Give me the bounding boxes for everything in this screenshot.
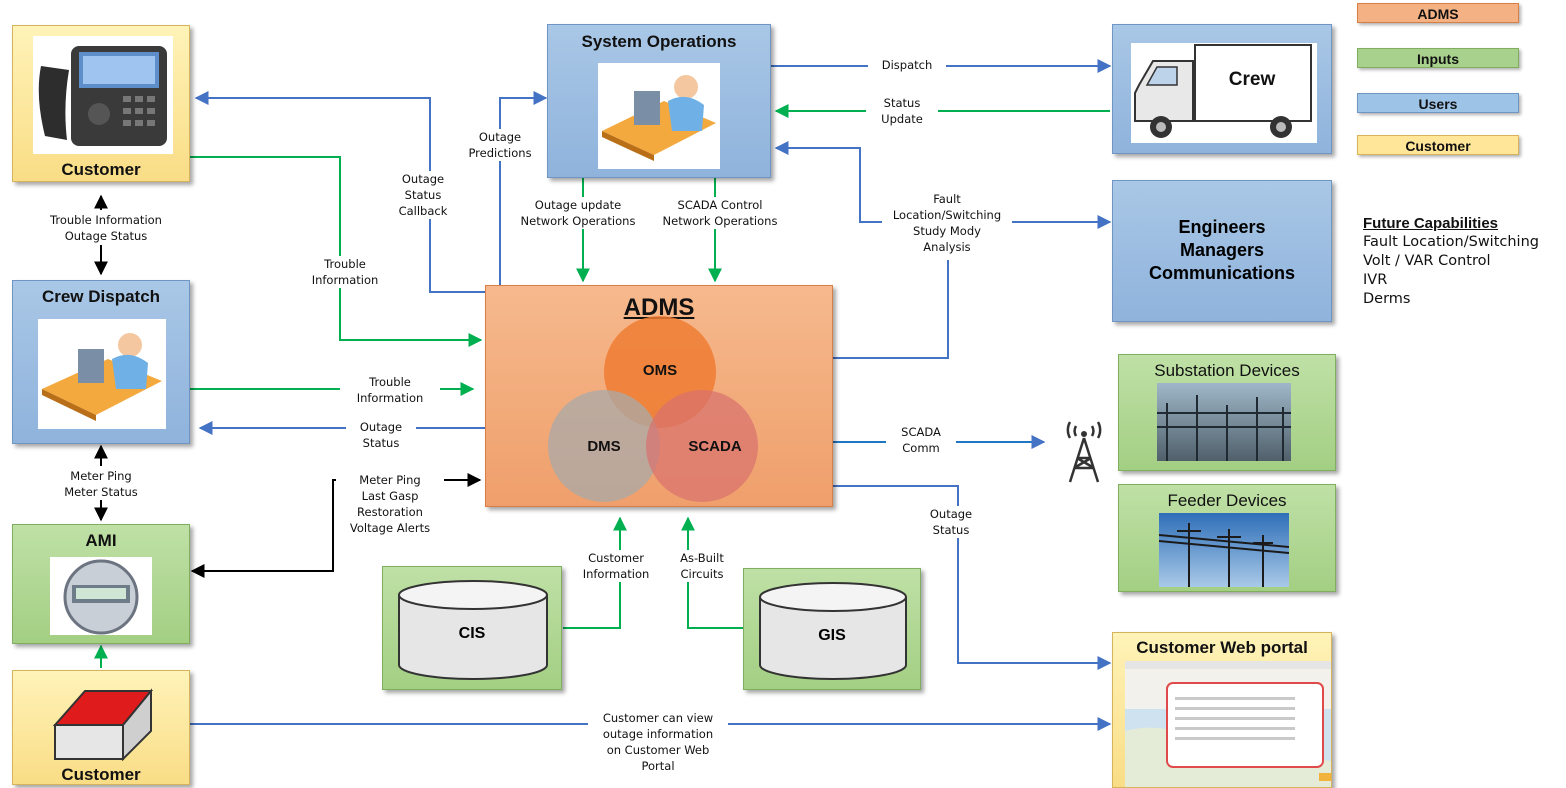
scada-comm-label: SCADA Comm	[886, 424, 956, 456]
operator-icon	[598, 63, 720, 169]
customer-bottom-box: Customer	[12, 670, 190, 785]
future-item-derms: Derms	[1363, 291, 1411, 307]
dms-label: DMS	[587, 438, 621, 455]
scada-control-label: SCADA Control Network Operations	[652, 197, 788, 229]
future-item-volt: Volt / VAR Control	[1363, 253, 1491, 269]
trouble-info-line-1	[190, 156, 483, 347]
fault-location-label: Fault Location/Switching Study Mody Anal…	[882, 191, 1012, 255]
fault-location-feed	[833, 260, 949, 359]
trouble-outage-label: Trouble Information Outage Status	[36, 212, 176, 244]
dms-circle	[548, 390, 660, 502]
system-operations-box: System Operations	[547, 24, 771, 178]
operator-icon	[38, 319, 166, 429]
customer-web-portal-title: Customer Web portal	[1136, 638, 1308, 657]
legend-users: Users	[1357, 93, 1519, 113]
adms-box: ADMS OMS DMS SCADA	[485, 285, 833, 507]
crew-title: Crew	[1228, 69, 1276, 90]
adms-venn	[548, 316, 758, 502]
status-update-label: Status Update	[866, 95, 938, 127]
trouble-info-label-2: Trouble Information	[340, 374, 440, 406]
system-operations-title: System Operations	[581, 32, 737, 51]
gis-label: GIS	[818, 627, 846, 644]
future-item-fault: Fault Location/Switching	[1363, 234, 1539, 250]
cis-database-icon	[398, 580, 548, 680]
web-portal-screenshot	[1125, 661, 1331, 787]
customer-can-view-label: Customer can view outage information on …	[588, 710, 728, 774]
scada-label: SCADA	[688, 438, 742, 455]
substation-devices-title: Substation Devices	[1154, 361, 1300, 380]
cis-box: CIS	[382, 566, 562, 690]
customer-web-portal-box: Customer Web portal	[1112, 632, 1332, 788]
outage-predictions-label: Outage Predictions	[460, 129, 540, 161]
gis-database-icon	[759, 582, 907, 680]
radio-tower-icon	[1066, 421, 1102, 483]
desk-phone-icon	[33, 36, 173, 154]
customer-bottom-title: Customer	[61, 765, 141, 784]
ami-title: AMI	[85, 531, 117, 550]
crew-dispatch-box: Crew Dispatch	[12, 280, 190, 444]
engineers-box: Engineers Managers Communications	[1112, 180, 1332, 322]
dispatch-label: Dispatch	[868, 57, 946, 73]
outage-status-left-label: Outage Status	[346, 419, 416, 451]
legend-inputs: Inputs	[1357, 48, 1519, 68]
customer-top-box: Customer	[12, 25, 190, 182]
outage-predictions-line	[499, 91, 548, 285]
feeder-devices-box: Feeder Devices	[1118, 484, 1336, 592]
legend-adms: ADMS	[1357, 3, 1519, 23]
substation-devices-box: Substation Devices	[1118, 354, 1336, 471]
crew-dispatch-title: Crew Dispatch	[41, 287, 161, 306]
feeder-photo	[1159, 513, 1289, 587]
substation-photo	[1157, 383, 1291, 461]
as-built-label: As-Built Circuits	[666, 550, 738, 582]
meter-ping-status-label: Meter Ping Meter Status	[46, 468, 156, 500]
engineers-label: Engineers	[1178, 217, 1266, 237]
smart-meter-icon	[50, 557, 152, 635]
outage-update-label: Outage update Network Operations	[508, 197, 648, 229]
customer-information-label: Customer Information	[572, 550, 660, 582]
future-capabilities-title: Future Capabilities	[1363, 215, 1499, 232]
managers-label: Managers	[1179, 240, 1265, 260]
legend-customer: Customer	[1357, 135, 1519, 155]
house-icon	[49, 681, 159, 761]
scada-circle	[646, 390, 758, 502]
future-item-ivr: IVR	[1363, 272, 1388, 288]
ami-box: AMI	[12, 524, 190, 644]
oms-label: OMS	[642, 362, 678, 379]
communications-label: Communications	[1148, 263, 1295, 283]
outage-status-callback-label: Outage Status Callback	[388, 171, 458, 219]
customer-top-title: Customer	[61, 160, 141, 179]
truck-icon	[1131, 43, 1317, 143]
crew-box: Crew	[1112, 24, 1332, 154]
cis-label: CIS	[458, 625, 486, 642]
outage-status-right-line	[833, 485, 1112, 670]
outage-status-right-label: Outage Status	[916, 506, 986, 538]
feeder-devices-title: Feeder Devices	[1167, 491, 1287, 510]
meter-ping-alerts-label: Meter Ping Last Gasp Restoration Voltage…	[336, 472, 444, 536]
trouble-info-label-1: Trouble Information	[300, 256, 390, 288]
gis-box: GIS	[743, 568, 921, 690]
